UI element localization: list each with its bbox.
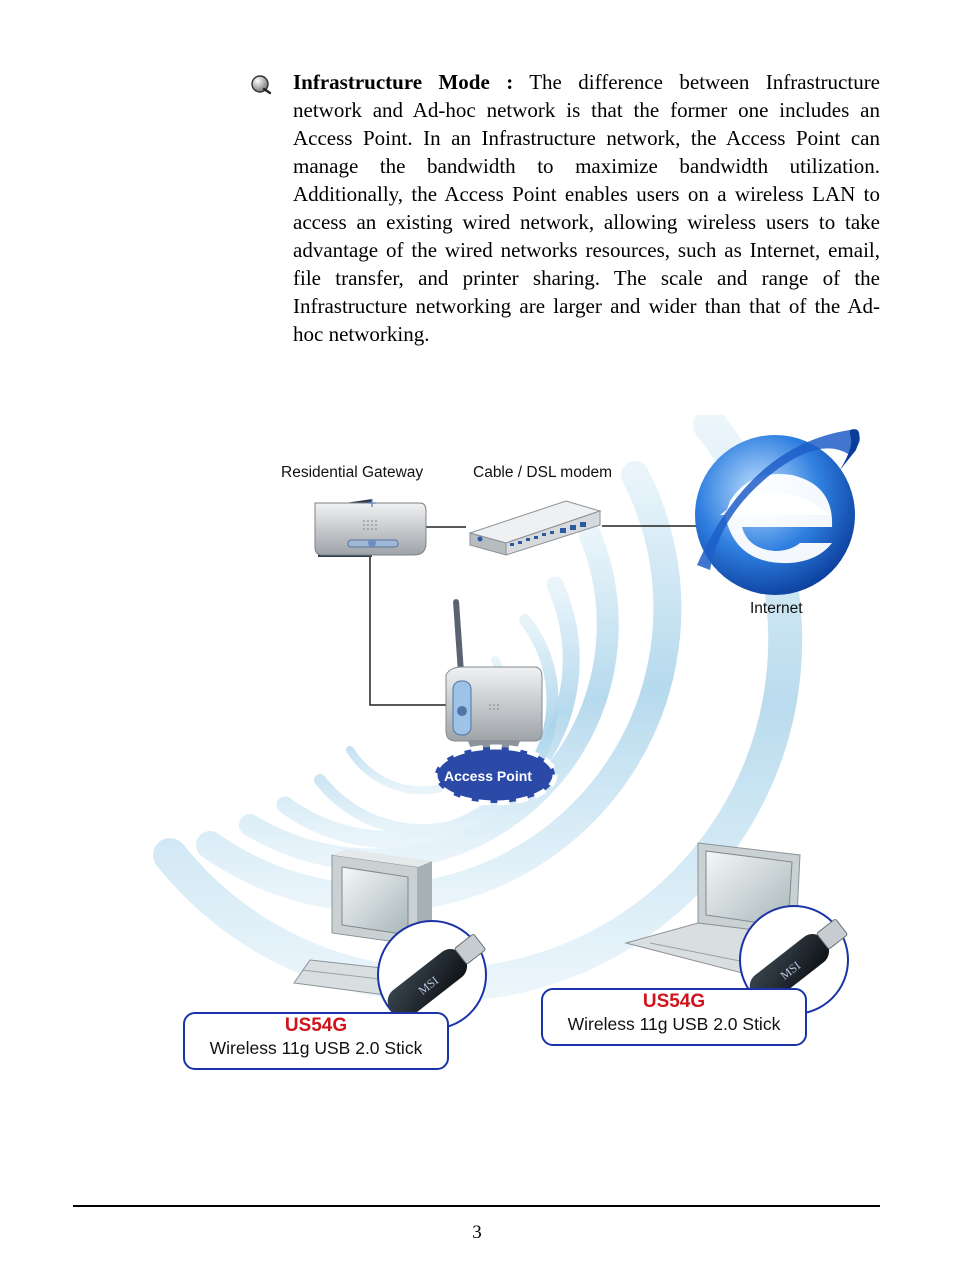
footer-rule (73, 1205, 880, 1207)
label-internet: Internet (750, 600, 803, 617)
access-point-device (432, 599, 558, 806)
page-number: 3 (472, 1222, 482, 1243)
internet-globe-icon (695, 429, 860, 595)
device-description-right: Wireless 11g USB 2.0 Stick (567, 1014, 781, 1034)
device-box-right: US54G Wireless 11g USB 2.0 Stick (541, 988, 807, 1046)
section-heading: Infrastructure Mode : (293, 70, 514, 94)
device-description-left: Wireless 11g USB 2.0 Stick (209, 1038, 423, 1058)
usb-stick-icon-right: MSI (739, 905, 849, 1015)
section-body: The difference between Infrastructure ne… (293, 70, 881, 346)
residential-gateway-device (314, 499, 427, 557)
label-cable-dsl-modem: Cable / DSL modem (473, 464, 612, 481)
label-residential-gateway: Residential Gateway (281, 464, 424, 481)
bullet-icon (251, 75, 272, 95)
device-box-left: US54G Wireless 11g USB 2.0 Stick (183, 1012, 449, 1070)
label-access-point: Access Point (444, 768, 532, 784)
infrastructure-network-diagram: MSI MSI Residential Gateway Cable / DSL … (150, 415, 890, 1095)
diagram-graphics: MSI MSI (153, 415, 860, 1030)
device-model-left: US54G (284, 1015, 348, 1036)
infrastructure-mode-paragraph: Infrastructure Mode : The difference bet… (293, 68, 880, 348)
device-model-right: US54G (642, 991, 706, 1012)
cable-dsl-modem-device (468, 500, 602, 556)
